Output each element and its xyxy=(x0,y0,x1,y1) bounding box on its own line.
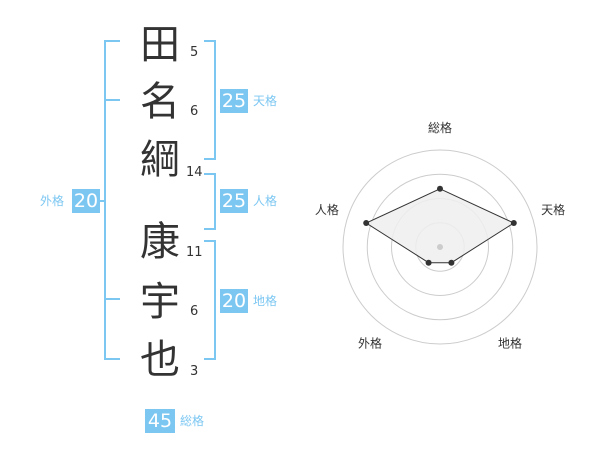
surname-stroke-2: 6 xyxy=(190,104,199,119)
radar-grid-ring xyxy=(366,173,514,321)
given-stroke-2: 6 xyxy=(190,304,199,319)
gaikaku-label: 外格 xyxy=(40,194,65,208)
radar-grid-ring xyxy=(342,149,538,345)
gaikaku-bracket-bottom xyxy=(104,358,120,360)
given-stroke-3: 3 xyxy=(190,364,199,379)
radar-axis-label-1: 総格 xyxy=(428,120,452,135)
surname-char-2: 名 xyxy=(140,79,180,125)
gaikaku-bracket-tick xyxy=(104,99,120,101)
given-stroke-1: 11 xyxy=(186,245,203,260)
chikaku-bracket-line xyxy=(214,240,216,360)
jinkaku-value-badge: 25 xyxy=(220,189,248,213)
jinkaku-bracket-bottom xyxy=(204,228,216,230)
tenkaku-label: 天格 xyxy=(253,94,278,108)
radar-point-2 xyxy=(510,220,517,227)
gaikaku-bracket-tick xyxy=(104,298,120,300)
gaikaku-bracket-top xyxy=(104,40,120,42)
radar-point-4 xyxy=(425,259,432,266)
soukaku-label: 総格 xyxy=(180,414,205,428)
radar-point-1 xyxy=(437,185,443,192)
surname-char-1: 田 xyxy=(140,22,180,68)
jinkaku-bracket-line xyxy=(214,173,216,230)
radar-axis-label-3: 地格 xyxy=(498,335,522,350)
radar-point-3 xyxy=(448,259,455,266)
chikaku-bracket-top xyxy=(204,240,216,242)
radar-point-5 xyxy=(363,220,370,227)
chikaku-label: 地格 xyxy=(253,294,278,308)
surname-char-3: 綱 xyxy=(140,137,180,183)
radar-series-area xyxy=(365,188,515,264)
radar-axis-label-5: 人格 xyxy=(315,202,339,217)
tenkaku-bracket-line xyxy=(214,40,216,160)
surname-stroke-3: 14 xyxy=(186,165,203,180)
radar-axis-label-2: 天格 xyxy=(541,202,565,217)
surname-stroke-1: 5 xyxy=(190,45,199,60)
given-char-3: 也 xyxy=(140,337,180,383)
tenkaku-bracket-top xyxy=(204,40,216,42)
radar-axis-label-4: 外格 xyxy=(358,335,382,350)
chikaku-value-badge: 20 xyxy=(220,289,248,313)
given-char-2: 宇 xyxy=(140,279,180,325)
radar-center-dot xyxy=(437,244,443,250)
soukaku-value-badge: 45 xyxy=(145,409,175,433)
given-char-1: 康 xyxy=(140,219,180,265)
gaikaku-value-badge: 20 xyxy=(72,189,100,213)
chikaku-bracket-bottom xyxy=(204,358,216,360)
gaikaku-bracket-line xyxy=(104,40,106,360)
jinkaku-label: 人格 xyxy=(253,194,278,208)
jinkaku-bracket-top xyxy=(204,173,216,175)
tenkaku-bracket-bottom xyxy=(204,158,216,160)
tenkaku-value-badge: 25 xyxy=(220,89,248,113)
name-stroke-panel: 田 名 綱 康 宇 也 5 6 14 11 6 3 20 外格 25 天格 25… xyxy=(40,22,278,433)
